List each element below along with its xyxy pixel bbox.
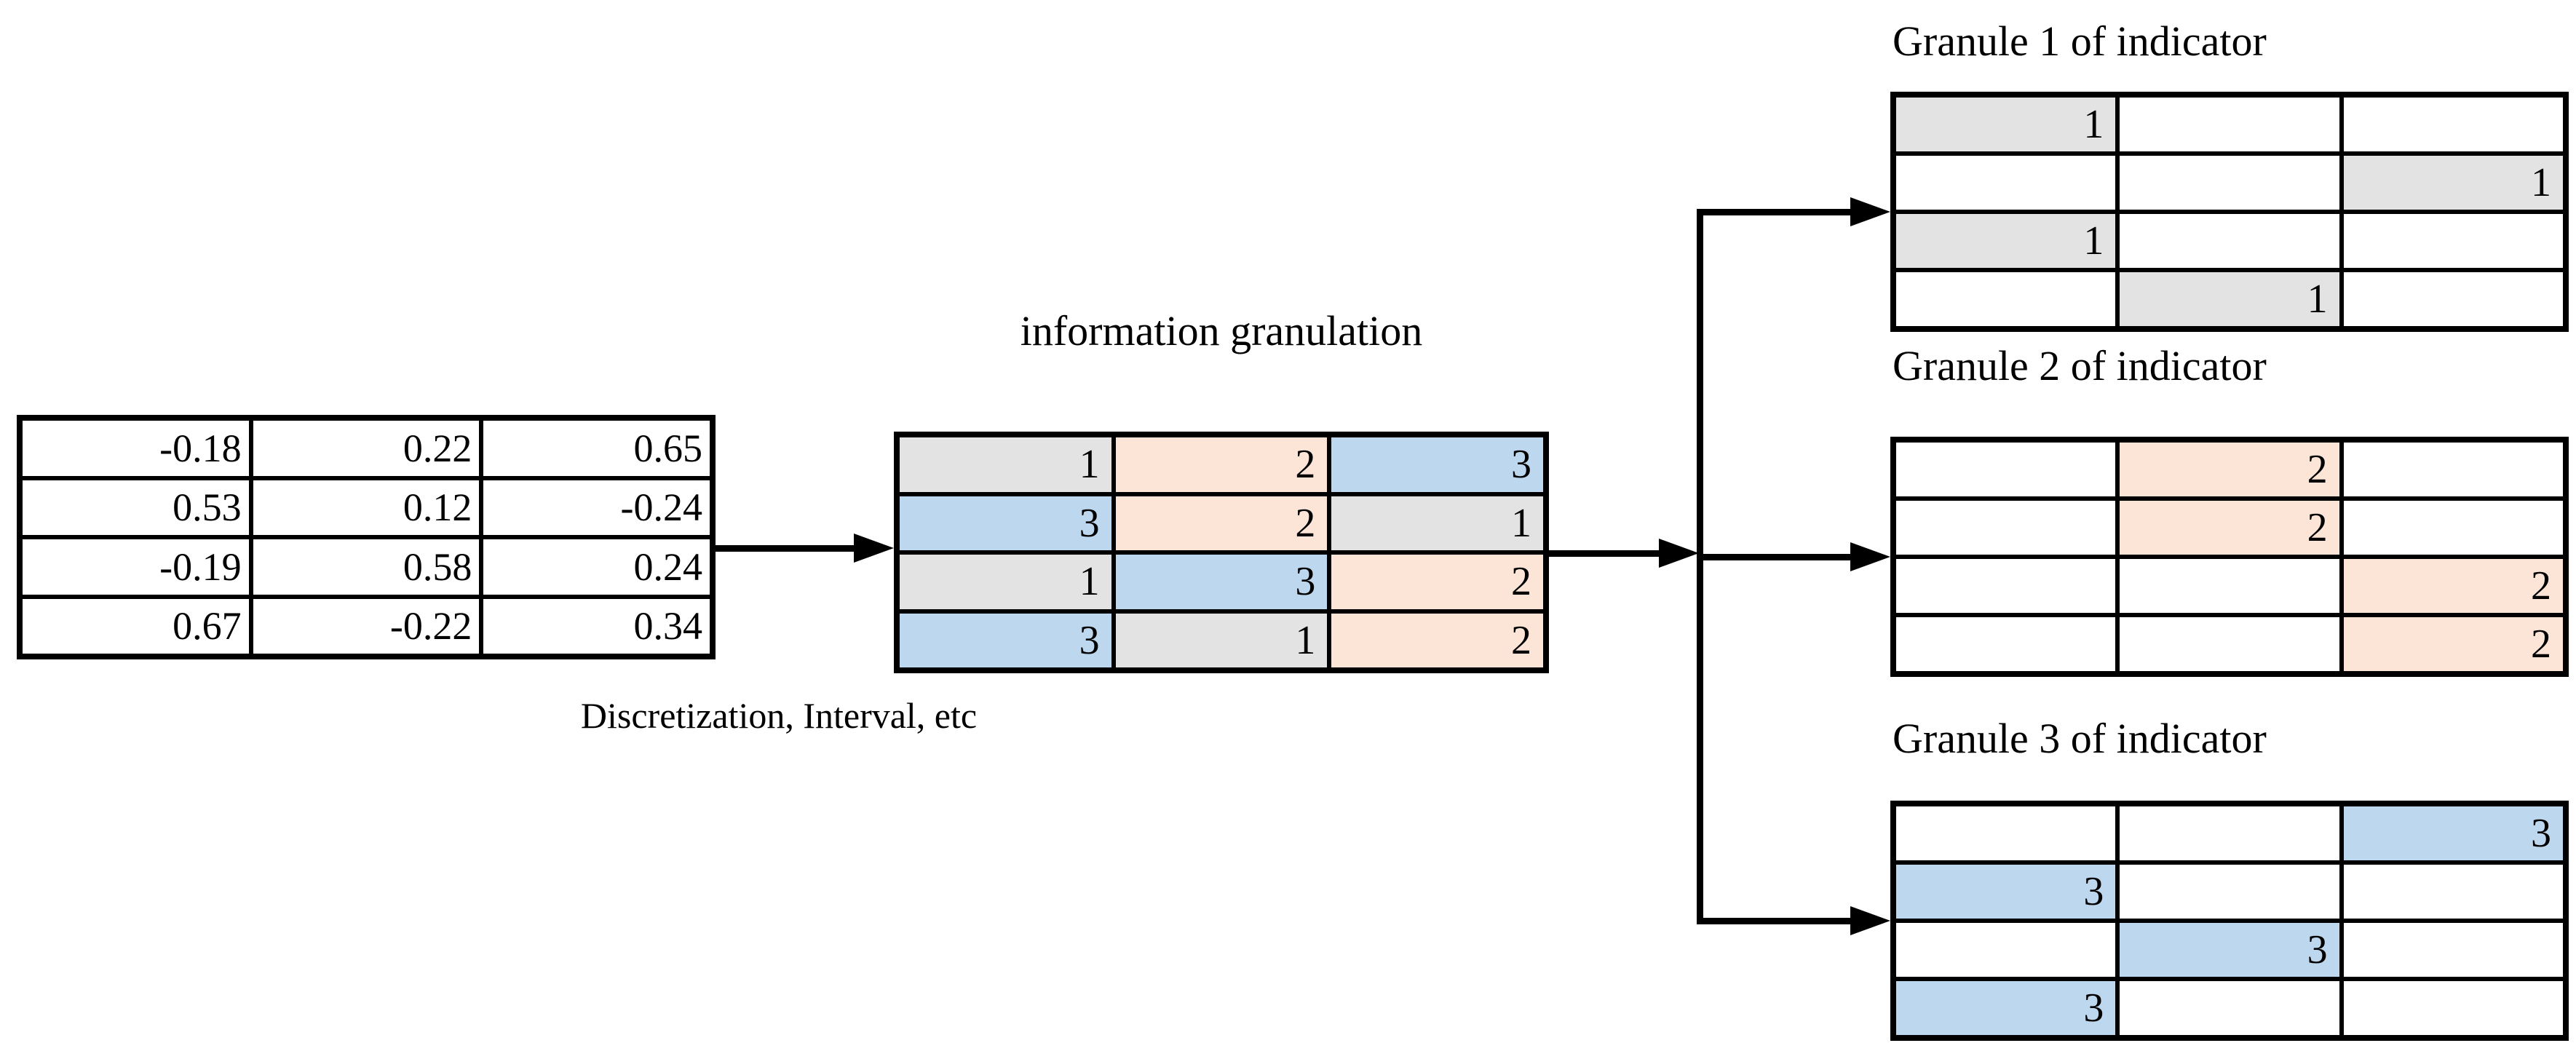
table-cell — [2343, 214, 2563, 268]
table-cell — [1896, 617, 2116, 671]
discretization-caption: Discretization, Interval, etc — [580, 695, 978, 736]
table-cell: 0.58 — [253, 539, 480, 595]
table-cell: 1 — [1896, 214, 2116, 268]
table-cell — [1896, 272, 2116, 326]
arrow-granulation-to-branch-head-icon — [1659, 539, 1699, 568]
table-cell: 3 — [2120, 923, 2339, 977]
table-cell: 3 — [1896, 981, 2116, 1035]
arrow-source-to-granulation-line — [716, 545, 855, 552]
arrow-branch-to-granule-1-head-icon — [1850, 197, 1890, 226]
table-cell: 2 — [1115, 496, 1328, 550]
table-cell: 2 — [1331, 613, 1543, 667]
granule-1-table: 1 1 1 1 — [1890, 92, 2569, 332]
table-cell: 1 — [2343, 156, 2563, 210]
table-cell: -0.19 — [23, 539, 249, 595]
table-cell: 1 — [1331, 496, 1543, 550]
table-cell: 0.12 — [253, 480, 480, 535]
arrow-source-to-granulation-head-icon — [854, 534, 894, 563]
arrow-branch-to-granule-3-head-icon — [1850, 906, 1890, 935]
table-cell: 2 — [2120, 501, 2339, 555]
granule-1-title: Granule 1 of indicator — [1893, 17, 2267, 65]
table-cell — [2343, 923, 2563, 977]
table-cell: 3 — [1331, 437, 1543, 492]
table-cell — [2343, 272, 2563, 326]
table-cell: 3 — [900, 496, 1111, 550]
table-cell — [2120, 214, 2339, 268]
source-table: -0.18 0.22 0.65 0.53 0.12 -0.24 -0.19 0.… — [17, 415, 716, 659]
arrow-branch-to-granule-1-line — [1697, 209, 1850, 215]
granule-2-title: Granule 2 of indicator — [1893, 342, 2267, 389]
table-cell — [2120, 156, 2339, 210]
arrow-granulation-to-branch-line — [1549, 550, 1659, 557]
arrow-branch-to-granule-2-line — [1697, 554, 1850, 560]
table-cell: 2 — [2343, 617, 2563, 671]
table-cell: 3 — [1896, 865, 2116, 919]
table-cell: 0.24 — [483, 539, 710, 595]
table-cell: 1 — [2120, 272, 2339, 326]
table-cell: 2 — [2120, 443, 2339, 496]
table-cell — [1896, 806, 2116, 860]
table-cell — [1896, 501, 2116, 555]
granulation-table: 1 2 3 3 2 1 1 3 2 3 1 2 — [894, 432, 1549, 673]
table-cell — [2343, 981, 2563, 1035]
branch-line — [1697, 209, 1703, 924]
table-cell — [2343, 443, 2563, 496]
table-cell — [1896, 923, 2116, 977]
table-cell — [1896, 443, 2116, 496]
table-cell — [2120, 806, 2339, 860]
granule-3-title: Granule 3 of indicator — [1893, 715, 2267, 762]
table-cell — [2120, 617, 2339, 671]
table-cell: 1 — [900, 437, 1111, 492]
table-cell — [2120, 981, 2339, 1035]
table-cell: 3 — [1115, 555, 1328, 609]
table-cell: 0.53 — [23, 480, 249, 535]
table-cell — [2343, 865, 2563, 919]
table-cell: 0.67 — [23, 598, 249, 654]
arrow-branch-to-granule-3-line — [1697, 918, 1850, 924]
table-cell: 1 — [1896, 98, 2116, 151]
table-cell — [1896, 559, 2116, 613]
table-cell — [2343, 501, 2563, 555]
granule-3-table: 3 3 3 3 — [1890, 801, 2569, 1041]
table-cell: -0.24 — [483, 480, 710, 535]
table-cell: 2 — [1115, 437, 1328, 492]
table-cell: -0.18 — [23, 421, 249, 476]
arrow-branch-to-granule-2-head-icon — [1850, 542, 1890, 571]
table-cell: 0.34 — [483, 598, 710, 654]
table-cell: -0.22 — [253, 598, 480, 654]
table-cell: 0.65 — [483, 421, 710, 476]
table-cell: 2 — [1331, 555, 1543, 609]
table-cell: 1 — [1115, 613, 1328, 667]
table-cell — [1896, 156, 2116, 210]
table-cell — [2120, 559, 2339, 613]
table-cell: 1 — [900, 555, 1111, 609]
table-cell — [2343, 98, 2563, 151]
granule-2-table: 2 2 2 2 — [1890, 437, 2569, 677]
table-cell — [2120, 98, 2339, 151]
table-cell: 0.22 — [253, 421, 480, 476]
granulation-title: information granulation — [1020, 307, 1423, 354]
table-cell: 2 — [2343, 559, 2563, 613]
table-cell: 3 — [900, 613, 1111, 667]
table-cell — [2120, 865, 2339, 919]
table-cell: 3 — [2343, 806, 2563, 860]
